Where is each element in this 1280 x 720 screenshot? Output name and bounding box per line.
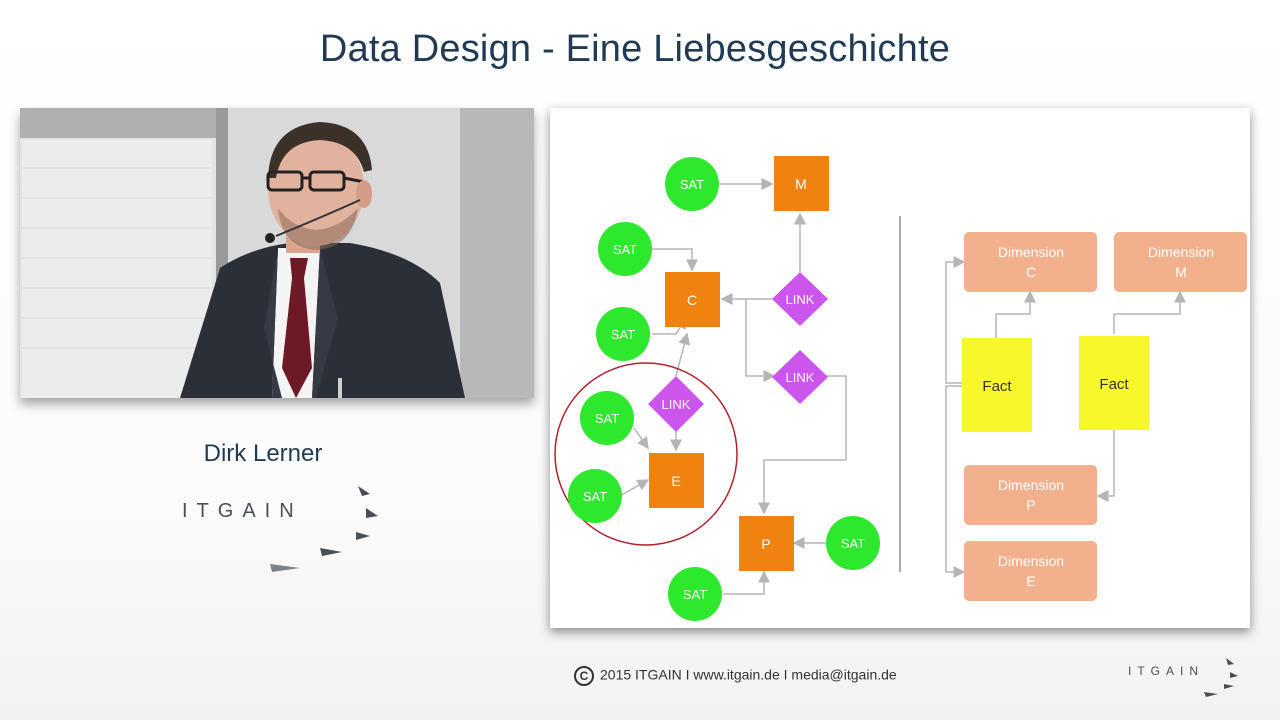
sat-node — [665, 157, 719, 211]
copyright-icon: C — [574, 666, 594, 686]
sat-node — [596, 307, 650, 361]
link-node — [772, 350, 828, 404]
link-label: LINK — [786, 292, 815, 307]
sat-label: SAT — [680, 177, 704, 192]
highlight-circle — [554, 362, 738, 546]
logo-text: ITGAIN — [182, 500, 303, 522]
dimension-label: Dimension — [998, 477, 1064, 493]
footer-text: 2015 ITGAIN I www.itgain.de I media@itga… — [600, 666, 897, 683]
fact-label: Fact — [1099, 376, 1129, 393]
hub-m — [774, 156, 829, 211]
fact-box — [1079, 336, 1149, 430]
page-title: Data Design - Eine Liebesgeschichte — [319, 28, 951, 70]
hub-c — [665, 272, 720, 327]
link-label: LINK — [662, 397, 691, 412]
hub-e — [649, 453, 704, 508]
sat-node — [668, 567, 722, 621]
hub-label-e: E — [671, 473, 680, 489]
sat-label: SAT — [611, 327, 635, 342]
dimension-label: E — [1026, 573, 1035, 589]
dimension-label: C — [1026, 264, 1036, 280]
hub-label-p: P — [761, 536, 770, 552]
sat-nodes — [568, 157, 880, 621]
dimension-label: Dimension — [998, 553, 1064, 569]
hub-p — [739, 516, 794, 571]
dimension-p — [964, 465, 1097, 525]
dimension-e — [964, 541, 1097, 601]
fact-box — [962, 338, 1032, 432]
dimension-label: P — [1026, 497, 1035, 513]
itgain-logo-small: ITGAIN — [1126, 656, 1246, 706]
speaker-video — [20, 108, 534, 398]
slide-diagram: SAT SAT SAT SAT SAT SAT SAT M C E P LINK… — [550, 108, 1250, 628]
itgain-logo: ITGAIN — [180, 478, 390, 578]
footer: C 2015 ITGAIN I www.itgain.de I media@itg… — [574, 666, 897, 686]
fact-label: Fact — [982, 378, 1012, 395]
dimension-label: M — [1175, 264, 1187, 280]
link-node — [648, 376, 704, 432]
link-label: LINK — [786, 370, 815, 385]
sat-node — [568, 469, 622, 523]
dimension-label: Dimension — [1148, 244, 1214, 260]
logo-text-small: ITGAIN — [1128, 664, 1205, 678]
hub-label-c: C — [687, 292, 697, 308]
sat-node — [580, 391, 634, 445]
link-node — [772, 272, 828, 326]
speaker-name: Dirk Lerner — [203, 440, 323, 467]
sat-label: SAT — [595, 411, 619, 426]
sat-node — [826, 516, 880, 570]
hub-label-m: M — [795, 176, 807, 192]
dimension-label: Dimension — [998, 244, 1064, 260]
sat-node — [598, 222, 652, 276]
dimension-m — [1114, 232, 1247, 292]
sat-label: SAT — [613, 242, 637, 257]
sat-label: SAT — [683, 587, 707, 602]
sat-label: SAT — [841, 536, 865, 551]
sat-label: SAT — [583, 489, 607, 504]
dimension-c — [964, 232, 1097, 292]
